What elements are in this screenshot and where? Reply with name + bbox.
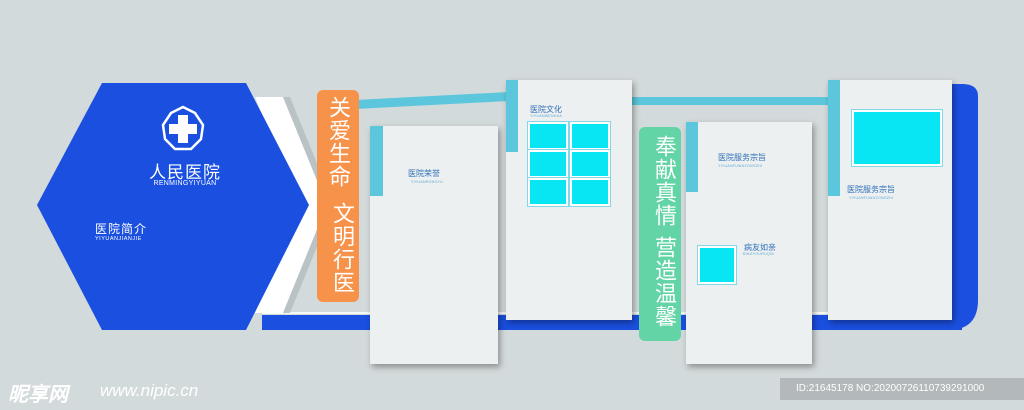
watermark-id: ID:21645178 NO:20200726110739291000 (796, 383, 985, 394)
culture-photo-4 (570, 150, 610, 178)
panel-service-2-subtitle: YIYUANFUWUZONGZHI (849, 196, 894, 200)
service-photo (698, 246, 736, 284)
panel-service-1-title: 医院服务宗旨 (718, 153, 766, 162)
panel-culture-tab (506, 80, 518, 152)
panel-service-1-tab (686, 122, 698, 192)
connector-bar-1 (355, 92, 510, 109)
hospital-pinyin: RENMINGYIYUAN (153, 180, 217, 187)
hospital-logo (157, 103, 209, 155)
banner-orange-col1: 关爱生命 (326, 96, 351, 188)
panel-service-1: 医院服务宗旨 YIYUANFUWUZONGZHI 病友如亲 BINGYOURUQ… (686, 122, 812, 364)
banner-orange-col2: 文明行医 (330, 202, 355, 294)
intro-title: 医院简介 (95, 222, 148, 236)
culture-photo-6 (570, 178, 610, 206)
panel-honor: 医院荣誉 YIYUANRONGYU (370, 126, 498, 364)
panel-service-1-subtitle: YIYUANFUWUZONGZHI (718, 164, 763, 168)
watermark-brand: 昵享网 (8, 384, 68, 406)
watermark-url: www.nipic.cn (100, 381, 199, 400)
slogan-banner-orange: 关爱生命 (317, 90, 359, 302)
intro-pinyin: YIYUANJIANJIE (95, 236, 142, 242)
panel-culture-subtitle: YIYUANWENHUA (530, 114, 563, 118)
panel-service-1-subtitle2-pinyin: BINGYOURUQIN (743, 252, 775, 256)
slogan-banner-green (639, 127, 681, 341)
panel-honor-title: 医院荣誉 (408, 169, 440, 178)
panel-service-1-subtitle2: 病友如亲 (744, 243, 776, 252)
id-bar (780, 378, 1024, 400)
connector-bar-2 (630, 97, 830, 105)
panel-service-2: 医院服务宗旨 YIYUANFUWUZONGZHI (828, 80, 952, 320)
blue-hexagon (37, 83, 309, 330)
banner-green-col2: 营造温馨 (652, 236, 677, 328)
panel-honor-tab (370, 126, 383, 196)
culture-photo-3 (528, 150, 568, 178)
banner-green-col1: 奉献真情 (652, 135, 677, 227)
service-2-photo (852, 110, 942, 166)
panel-honor-subtitle: YIYUANRONGYU (411, 180, 443, 184)
culture-photo-5 (528, 178, 568, 206)
culture-photo-1 (528, 122, 568, 150)
blue-base-corner (948, 84, 978, 330)
panel-culture-title: 医院文化 (530, 105, 562, 114)
panel-culture: 医院文化 YIYUANWENHUA (506, 80, 632, 320)
banner-orange-text: 文明行医 (317, 90, 359, 302)
cross-icon (161, 105, 205, 151)
culture-photo-2 (570, 122, 610, 150)
hospital-name: 人民医院 (149, 163, 221, 182)
white-chevron (255, 97, 327, 313)
panel-service-2-title: 医院服务宗旨 (847, 185, 895, 194)
panel-service-2-tab (828, 80, 840, 196)
